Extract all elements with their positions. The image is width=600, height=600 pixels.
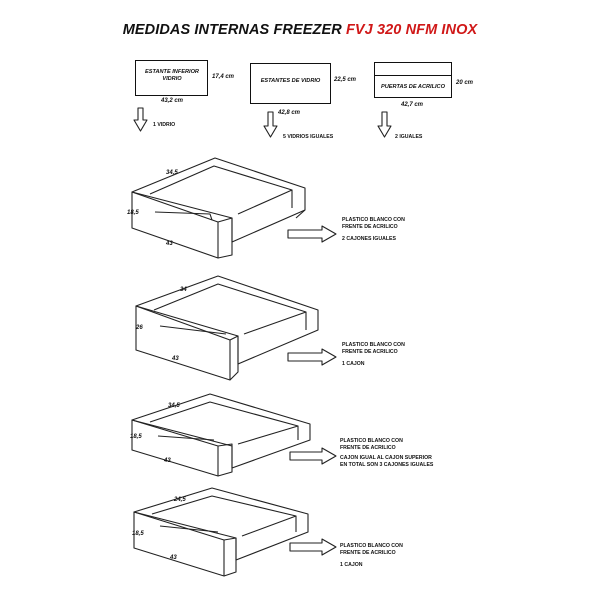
note-line: PLASTICO BLANCO CON bbox=[342, 217, 405, 223]
drawer-note: PLASTICO BLANCO CON FRENTE DE ACRILICO C… bbox=[340, 438, 433, 469]
drawer-depth: 34,5 bbox=[166, 170, 178, 176]
drawer-width: 43 bbox=[172, 356, 179, 362]
note-line: PLASTICO BLANCO CON bbox=[342, 342, 405, 348]
acrylic-doors-box bbox=[374, 62, 452, 98]
drawer-height: 18,5 bbox=[127, 210, 139, 216]
part-width: 42,7 cm bbox=[401, 102, 424, 108]
note-line: PLASTICO BLANCO CON bbox=[340, 543, 403, 549]
part-label: ESTANTE INFERIOR VIDRIO bbox=[145, 69, 199, 82]
part-note: 2 IGUALES bbox=[395, 134, 423, 140]
drawer-note: PLASTICO BLANCO CON FRENTE DE ACRILICO 1… bbox=[340, 543, 403, 569]
note-line: 1 CAJON bbox=[340, 562, 363, 569]
model-name: FVJ 320 NFM INOX bbox=[345, 22, 478, 38]
down-arrow-icon bbox=[133, 107, 148, 132]
drawer-note: PLASTICO BLANCO CON FRENTE DE ACRILICO 1… bbox=[342, 342, 405, 368]
note-line: PLASTICO BLANCO CON bbox=[340, 438, 403, 444]
shelf-lower-glass-box bbox=[135, 60, 208, 96]
page-title: MEDIDAS INTERNAS FREEZER FVJ 320 NFM INO… bbox=[0, 22, 600, 38]
part-width: 43,2 cm bbox=[161, 98, 184, 104]
drawer-width: 43 bbox=[170, 555, 177, 561]
drawer-height: 18,5 bbox=[132, 531, 144, 537]
note-line: CAJON IGUAL AL CAJON SUPERIOR bbox=[340, 455, 432, 462]
note-line: FRENTE DE ACRILICO bbox=[340, 550, 396, 557]
drawer-width: 43 bbox=[164, 458, 171, 464]
title-prefix: MEDIDAS INTERNAS FREEZER bbox=[122, 22, 342, 38]
drawer-2-drawing bbox=[135, 275, 319, 381]
note-line: FRENTE DE ACRILICO bbox=[342, 224, 398, 231]
drawer-note: PLASTICO BLANCO CON FRENTE DE ACRILICO 2… bbox=[342, 217, 405, 243]
note-line: 2 CAJONES IGUALES bbox=[342, 236, 396, 243]
right-arrow-icon bbox=[287, 348, 337, 366]
drawer-width: 43 bbox=[166, 241, 173, 247]
part-height: 20 cm bbox=[456, 80, 474, 86]
note-line: FRENTE DE ACRILICO bbox=[340, 445, 396, 452]
drawer-4-drawing bbox=[133, 487, 309, 577]
note-line: FRENTE DE ACRILICO bbox=[342, 349, 398, 356]
part-label: PUERTAS DE ACRILICO bbox=[381, 84, 445, 90]
door-divider bbox=[374, 75, 452, 76]
glass-shelves-box bbox=[250, 63, 331, 104]
drawer-depth: 24,5 bbox=[174, 497, 186, 503]
part-width: 42,8 cm bbox=[278, 110, 301, 116]
note-line: 1 CAJON bbox=[342, 361, 365, 368]
part-height: 17,4 cm bbox=[212, 74, 235, 80]
part-note: 1 VIDRIO bbox=[153, 122, 176, 128]
part-height: 22,5 cm bbox=[334, 77, 357, 83]
drawer-1-drawing bbox=[131, 157, 306, 259]
right-arrow-icon bbox=[289, 538, 337, 556]
drawer-height: 26 bbox=[136, 325, 143, 331]
part-note: 5 VIDRIOS IGUALES bbox=[283, 134, 334, 140]
drawer-3-drawing bbox=[131, 393, 311, 477]
drawer-height: 18,5 bbox=[130, 434, 142, 440]
drawer-depth: 34,5 bbox=[168, 403, 180, 409]
drawer-depth: 34 bbox=[180, 287, 187, 293]
down-arrow-icon bbox=[263, 111, 278, 138]
part-label: ESTANTES DE VIDRIO bbox=[260, 78, 321, 84]
right-arrow-icon bbox=[287, 225, 337, 243]
down-arrow-icon bbox=[377, 111, 392, 138]
right-arrow-icon bbox=[289, 447, 337, 465]
note-line: EN TOTAL SON 3 CAJONES IGUALES bbox=[340, 462, 434, 469]
